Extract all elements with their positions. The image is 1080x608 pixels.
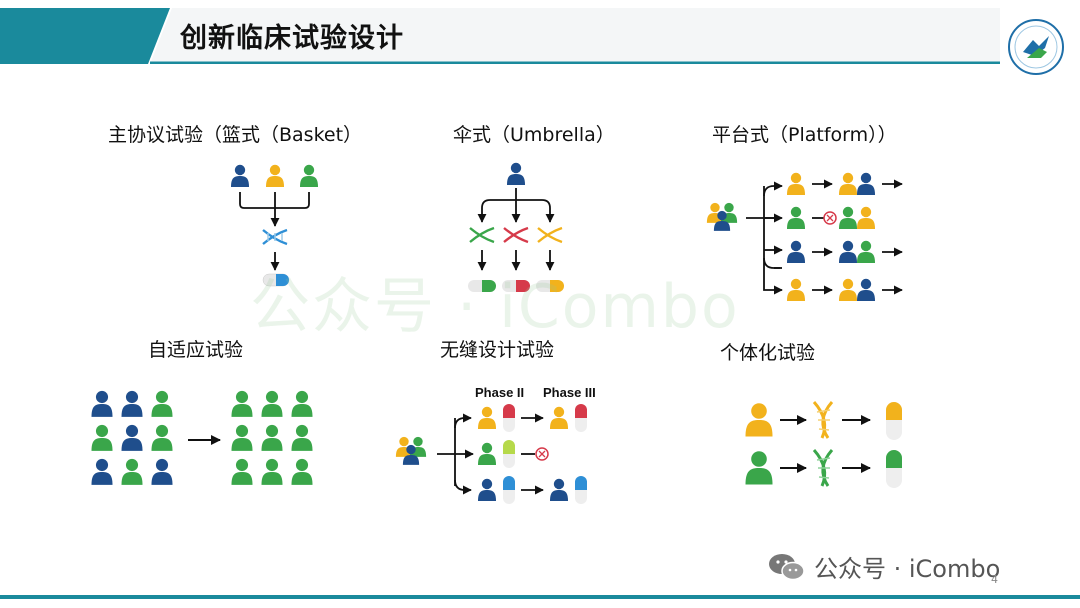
watermark-center: 公众号 · iCombo [250,272,740,342]
platform-label: 平台式（Platform）） [712,124,897,146]
capsule-icon [262,273,290,287]
seamless-diagram: Phase II Phase III [395,385,596,504]
adaptive-diagram [91,390,313,485]
basket-diagram [231,164,318,287]
wechat-icon [769,553,805,580]
capsule-icon [503,476,515,504]
phase-ii-label: Phase II [475,385,524,400]
seamless-label: 无缝设计试验 [440,339,555,361]
dna-icon [812,401,834,439]
capsule-icon [575,476,587,504]
umbrella-label: 伞式（Umbrella） [453,124,615,146]
dna-icon [262,228,288,246]
page-title: 创新临床试验设计 [180,23,404,54]
bottom-divider [0,595,1080,599]
page-number: 4 [991,573,998,586]
capsule-icon [503,440,515,468]
header-band [0,8,1000,64]
watermark-footer: 公众号 · iCombo [768,549,1000,584]
capsule-icon [886,450,902,488]
adaptive-label: 自适应试验 [148,339,244,361]
hospital-logo-icon [1008,19,1064,75]
watermark-footer-text: 公众号 · iCombo [814,555,1001,583]
umbrella-diagram [468,162,564,292]
capsule-icon [886,402,902,440]
platform-diagram [706,172,903,301]
personalized-label: 个体化试验 [720,342,816,364]
dna-icon [812,449,834,487]
phase-iii-label: Phase III [543,385,596,400]
capsule-icon [575,404,587,432]
dna-icon [469,226,563,244]
personalized-diagram [745,401,902,488]
capsule-icon [468,280,564,292]
capsule-icon [503,404,515,432]
basket-label: 主协议试验（篮式（Basket） [108,124,363,146]
